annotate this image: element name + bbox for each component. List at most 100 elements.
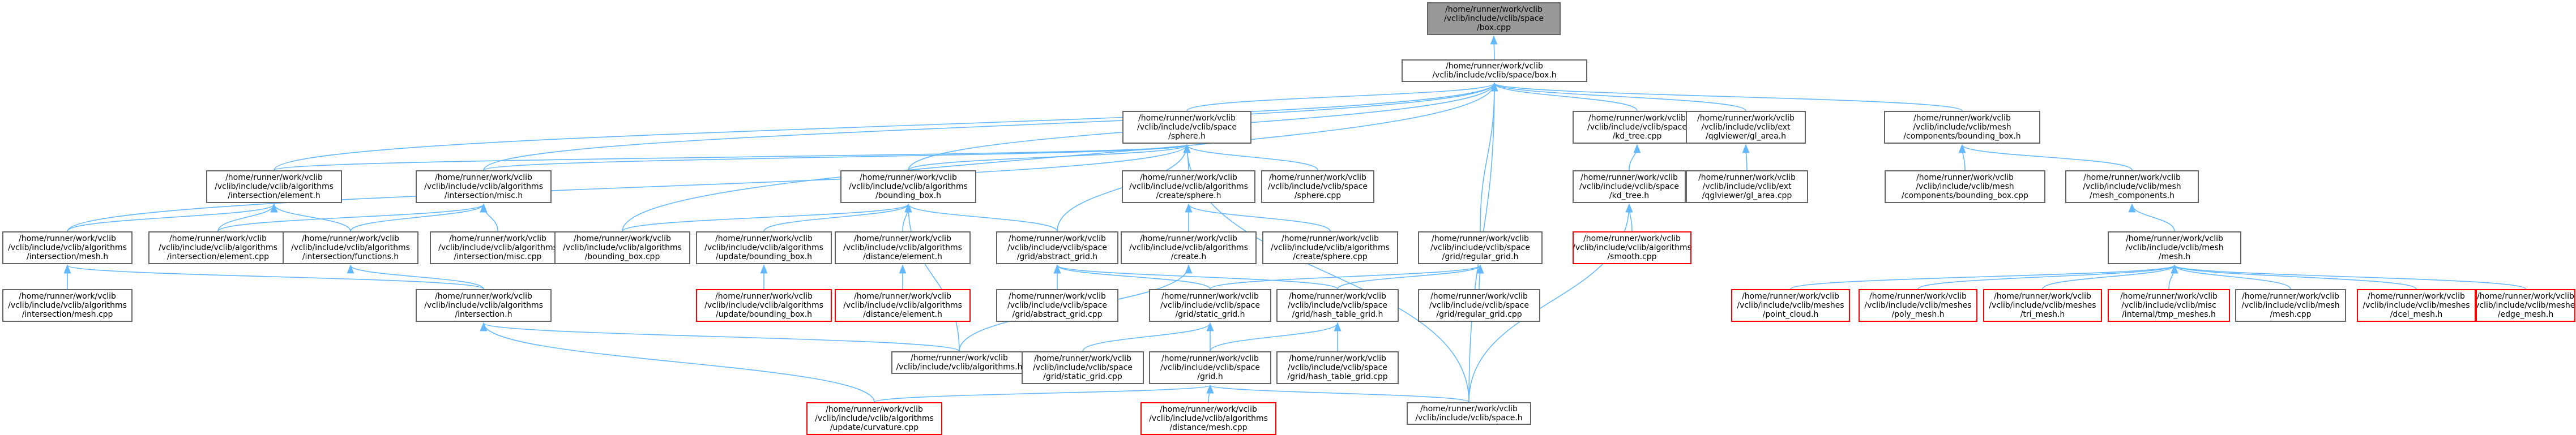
node-label-line: /vclib/include/vclib/space.h: [1415, 414, 1523, 423]
edge-glareah-to-boxh: [1490, 82, 1746, 111]
edge-createspherecpp-to-createsphereh: [1185, 203, 1331, 232]
node-label-line: /grid/abstract_grid.h: [1016, 252, 1098, 261]
graph-node-tmpmeshesh[interactable]: /home/runner/work/vclib/vclib/include/vc…: [2108, 289, 2230, 322]
node-label-line: /home/runner/work/vclib: [449, 234, 546, 243]
node-label-line: /grid/hash_table_grid.h: [1292, 310, 1383, 319]
graph-node-boxh[interactable]: /home/runner/work/vclib/vclib/include/vc…: [1402, 59, 1587, 82]
graph-node-intfunch[interactable]: /home/runner/work/vclib/vclib/include/vc…: [283, 231, 418, 264]
node-label-line: /home/runner/work/vclib: [19, 292, 116, 301]
edge-spaceh-to-gridh: [1207, 384, 1469, 403]
edge-curvaturecpp-to-gridh: [874, 384, 1214, 403]
node-label-line: /components/bounding_box.cpp: [1902, 191, 2028, 200]
graph-node-absgridh[interactable]: /home/runner/work/vclib/vclib/include/vc…: [996, 231, 1118, 264]
edge-polymeshh-to-meshh: [1917, 264, 2178, 290]
graph-node-distelemcpp[interactable]: /home/runner/work/vclib/vclib/include/vc…: [835, 289, 971, 322]
graph-node-gridh[interactable]: /home/runner/work/vclib/vclib/include/vc…: [1149, 351, 1271, 384]
node-label-line: /vclib/include/vclib/misc: [2121, 301, 2216, 310]
node-label-line: /home/runner/work/vclib: [2368, 292, 2465, 301]
edge-intfunch-to-intmisch: [350, 203, 488, 232]
graph-node-intmeshh[interactable]: /home/runner/work/vclib/vclib/include/vc…: [2, 231, 133, 264]
graph-node-pointcloudh[interactable]: /home/runner/work/vclib/vclib/include/vc…: [1731, 289, 1850, 322]
graph-node-spaceh[interactable]: /home/runner/work/vclib/vclib/include/vc…: [1407, 402, 1531, 425]
graph-node-bbh[interactable]: /home/runner/work/vclib/vclib/include/vc…: [840, 170, 976, 203]
graph-node-createsphereh[interactable]: /home/runner/work/vclib/vclib/include/vc…: [1122, 170, 1255, 203]
edge-reggridcpp-to-reggridh: [1476, 264, 1484, 290]
graph-node-inth[interactable]: /home/runner/work/vclib/vclib/include/vc…: [416, 289, 552, 322]
graph-node-createh[interactable]: /home/runner/work/vclib/vclib/include/vc…: [1121, 231, 1257, 264]
edge-intelemh-to-sphereh: [274, 144, 1190, 171]
graph-node-glareah[interactable]: /home/runner/work/vclib/vclib/include/vc…: [1686, 111, 1806, 144]
graph-node-sphereh[interactable]: /home/runner/work/vclib/vclib/include/vc…: [1122, 111, 1251, 144]
node-label-line: /home/runner/work/vclib: [169, 234, 267, 243]
graph-node-absgridcpp[interactable]: /home/runner/work/vclib/vclib/include/vc…: [996, 289, 1118, 322]
node-label-line: /tri_mesh.h: [2020, 310, 2065, 319]
node-label-line: /home/runner/work/vclib: [1583, 234, 1681, 243]
graph-node-trimeshh[interactable]: /home/runner/work/vclib/vclib/include/vc…: [1983, 289, 2102, 322]
node-label-line: /vclib/include/vclib/algorithms: [438, 243, 557, 252]
graph-node-staticgridcpp[interactable]: /home/runner/work/vclib/vclib/include/vc…: [1022, 351, 1144, 384]
graph-node-edgemeshh[interactable]: /home/runner/work/vclib/vclib/include/vc…: [2476, 289, 2575, 322]
node-label-line: /home/runner/work/vclib: [1994, 292, 2091, 301]
graph-node-kdtreecpp[interactable]: /home/runner/work/vclib/vclib/include/vc…: [1573, 111, 1702, 144]
node-label-line: /intersection/mesh.h: [26, 252, 109, 261]
node-label-line: /sphere.cpp: [1294, 191, 1342, 200]
edge-intfunch-to-intelemh: [270, 203, 351, 232]
node-label-line: /grid/abstract_grid.cpp: [1012, 310, 1103, 319]
graph-node-smoothcpp[interactable]: /home/runner/work/vclib/vclib/include/vc…: [1573, 231, 1691, 264]
node-label-line: /vclib/include/vclib/algorithms: [291, 243, 410, 252]
graph-node-meshcomph[interactable]: /home/runner/work/vclib/vclib/include/vc…: [2065, 170, 2199, 203]
node-label-line: /home/runner/work/vclib: [1916, 173, 2014, 182]
graph-node-hashgridh[interactable]: /home/runner/work/vclib/vclib/include/vc…: [1276, 289, 1399, 322]
graph-node-reggridh[interactable]: /home/runner/work/vclib/vclib/include/vc…: [1418, 231, 1543, 264]
graph-node-intmeshcpp[interactable]: /home/runner/work/vclib/vclib/include/vc…: [2, 289, 133, 322]
node-label-line: /home/runner/work/vclib: [1281, 234, 1379, 243]
node-label-line: /home/runner/work/vclib: [1009, 292, 1106, 301]
graph-node-polymeshh[interactable]: /home/runner/work/vclib/vclib/include/vc…: [1859, 289, 1977, 322]
node-label-line: /home/runner/work/vclib: [1140, 173, 1237, 182]
graph-node-reggridcpp[interactable]: /home/runner/work/vclib/vclib/include/vc…: [1418, 289, 1540, 322]
graph-node-algorithmsh[interactable]: /home/runner/work/vclib/vclib/include/vc…: [891, 351, 1027, 374]
node-label-line: /distance/element.h: [863, 310, 942, 319]
graph-node-bbcompcpp[interactable]: /home/runner/work/vclib/vclib/include/vc…: [1885, 170, 2045, 203]
graph-node-createspherecpp[interactable]: /home/runner/work/vclib/vclib/include/vc…: [1262, 231, 1398, 264]
graph-node-intelemcpp[interactable]: /home/runner/work/vclib/vclib/include/vc…: [148, 231, 288, 264]
graph-node-meshh[interactable]: /home/runner/work/vclib/vclib/include/vc…: [2108, 231, 2241, 264]
node-label-line: /vclib/include/vclib/algorithms: [849, 182, 968, 191]
node-label-line: /vclib/include/vclib/algorithms.h: [896, 363, 1023, 372]
node-label-line: /intersection/element.cpp: [166, 252, 270, 261]
graph-node-intmisccpp[interactable]: /home/runner/work/vclib/vclib/include/vc…: [430, 231, 566, 264]
node-label-line: /vclib/include/vclib/mesh: [2241, 301, 2340, 310]
node-label-line: /vclib/include/vclib/meshes: [1989, 301, 2096, 310]
graph-node-updbbcpp[interactable]: /home/runner/work/vclib/vclib/include/vc…: [696, 289, 832, 322]
graph-node-kdtreeh[interactable]: /home/runner/work/vclib/vclib/include/vc…: [1573, 170, 1686, 203]
graph-node-distmeshcpp[interactable]: /home/runner/work/vclib/vclib/include/vc…: [1140, 402, 1276, 435]
graph-node-glareacpp[interactable]: /home/runner/work/vclib/vclib/include/vc…: [1686, 170, 1808, 203]
node-label-line: /vclib/include/vclib/algorithms: [704, 301, 823, 310]
graph-node-updbbh[interactable]: /home/runner/work/vclib/vclib/include/vc…: [696, 231, 832, 264]
node-label-line: /bounding_box.h: [875, 191, 942, 200]
graph-node-bbcomph[interactable]: /home/runner/work/vclib/vclib/include/vc…: [1884, 111, 2040, 144]
graph-node-staticgridh[interactable]: /home/runner/work/vclib/vclib/include/vc…: [1149, 289, 1271, 322]
node-label-line: /vclib/include/vclib/algorithms: [815, 414, 934, 423]
graph-node-dcelmeshh[interactable]: /home/runner/work/vclib/vclib/include/vc…: [2357, 289, 2476, 322]
edge-meshcomph-to-bbcomph: [1958, 144, 2133, 171]
node-label-line: /vclib/include/vclib/ext: [1702, 182, 1792, 191]
node-label-line: /home/runner/work/vclib: [1160, 405, 1257, 414]
graph-node-meshcpp[interactable]: /home/runner/work/vclib/vclib/include/vc…: [2235, 289, 2346, 322]
graph-node-distelemh[interactable]: /home/runner/work/vclib/vclib/include/vc…: [835, 231, 971, 264]
node-label-line: /distance/element.h: [863, 252, 942, 261]
edge-hashgridh-to-absgridh: [1053, 264, 1338, 290]
node-label-line: /home/runner/work/vclib: [1140, 234, 1237, 243]
graph-node-spherecpp[interactable]: /home/runner/work/vclib/vclib/include/vc…: [1261, 170, 1374, 203]
graph-node-curvaturecpp[interactable]: /home/runner/work/vclib/vclib/include/vc…: [806, 402, 942, 435]
node-label-line: /home/runner/work/vclib: [860, 173, 957, 182]
graph-node-intelemh[interactable]: /home/runner/work/vclib/vclib/include/vc…: [206, 170, 342, 203]
node-label-line: /vclib/include/vclib/mesh: [1916, 182, 2014, 191]
graph-node-intmisch[interactable]: /home/runner/work/vclib/vclib/include/vc…: [416, 170, 552, 203]
node-label-line: /vclib/include/vclib/space: [1137, 123, 1237, 132]
graph-node-bbcpp[interactable]: /home/runner/work/vclib/vclib/include/vc…: [554, 231, 690, 264]
node-label-line: /update/bounding_box.h: [715, 252, 813, 261]
node-label-line: /distance/mesh.cpp: [1169, 423, 1248, 432]
graph-node-hashgridcpp[interactable]: /home/runner/work/vclib/vclib/include/vc…: [1276, 351, 1399, 384]
graph-node-root[interactable]: /home/runner/work/vclib/vclib/include/vc…: [1427, 2, 1561, 35]
